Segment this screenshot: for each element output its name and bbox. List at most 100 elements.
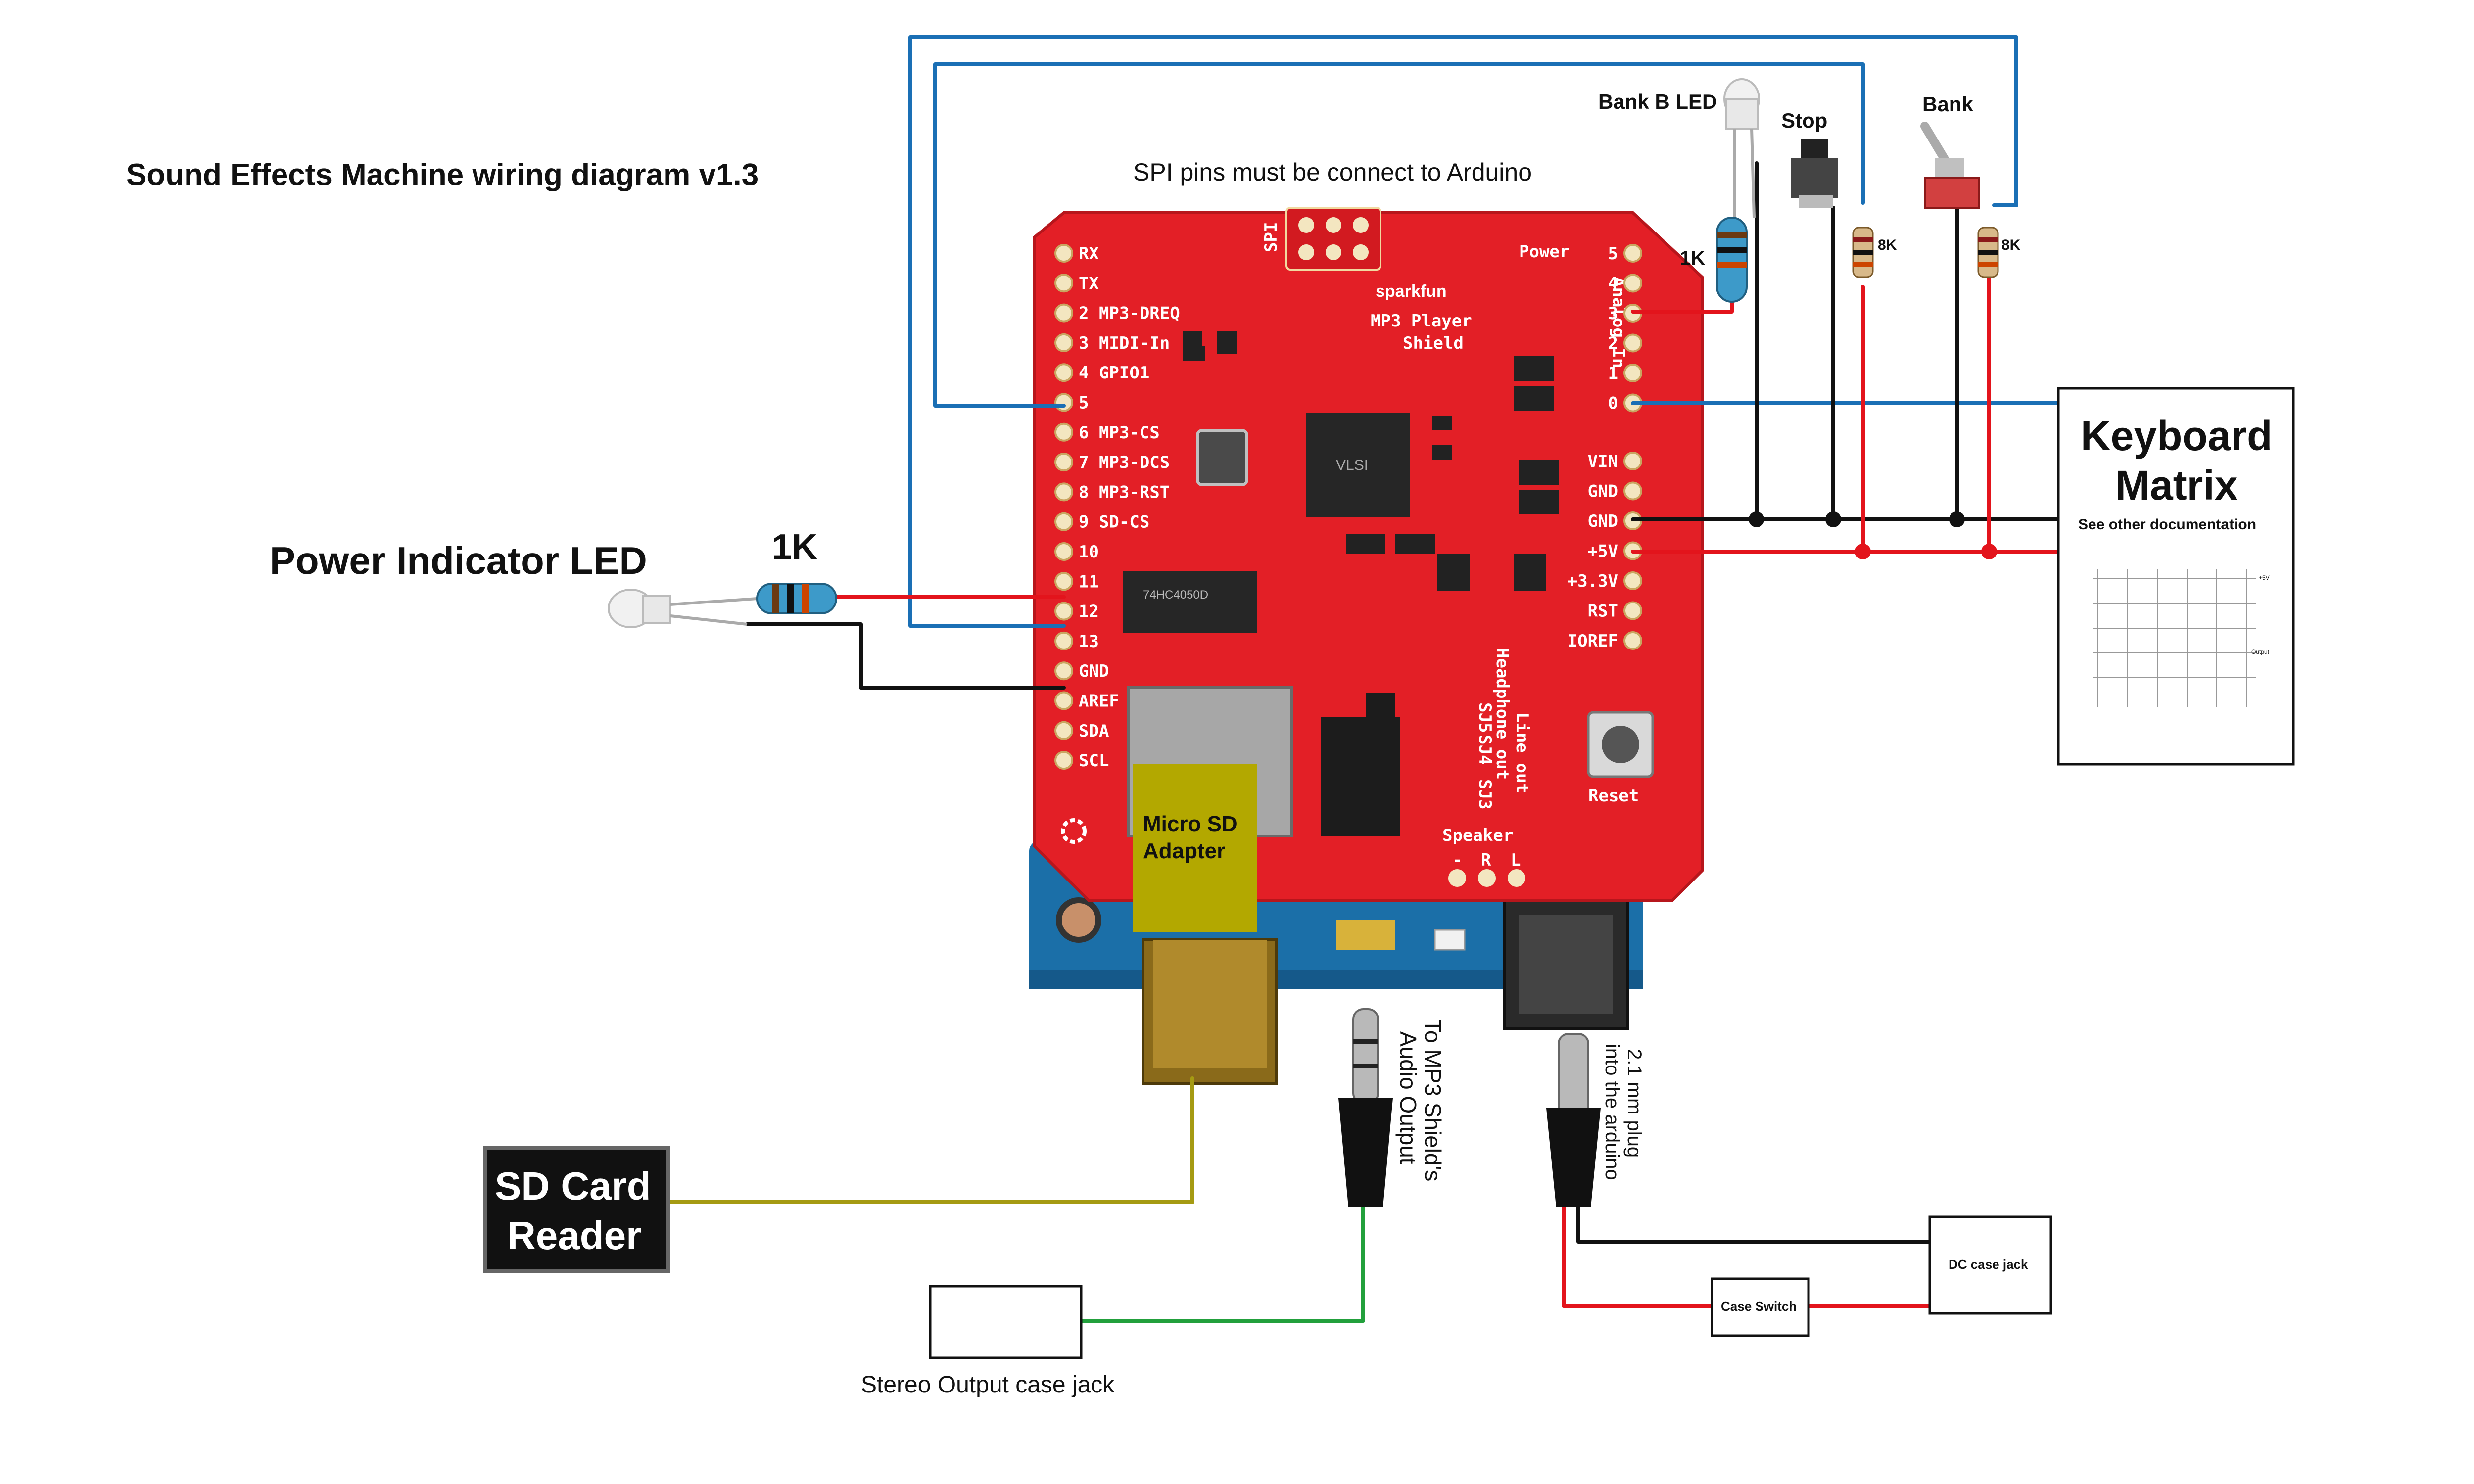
speaker-label: Speaker [1442, 826, 1513, 845]
left-pin-label: RX [1079, 244, 1099, 264]
smd-parts [1183, 331, 1559, 591]
left-pin-label: 5 [1079, 393, 1089, 413]
left-pin-label: 7 MP3-DCS [1079, 453, 1170, 472]
left-pin-hole [1054, 512, 1073, 531]
power-pin-hole [1623, 481, 1642, 501]
left-pin-hole [1054, 602, 1073, 621]
left-pin-hole [1054, 631, 1073, 650]
wire-dc-red [1562, 1185, 1714, 1308]
power-led-resistor-label: 1K [772, 527, 817, 567]
gear-icon [1061, 818, 1087, 844]
bank-b-led-resistor [1716, 217, 1748, 303]
keyboard-grid-preview [2093, 569, 2256, 707]
headphone-jack [1321, 717, 1400, 836]
wire-audio [1079, 1205, 1365, 1323]
audio-plug-note-2: Audio Output [1395, 1031, 1421, 1164]
junction-dots [1749, 511, 1965, 527]
vs1053-chip: VLSI [1306, 413, 1410, 517]
left-pin-label: 4 GPIO1 [1079, 363, 1149, 383]
left-pin-hole [1054, 303, 1073, 323]
left-pin-hole [1054, 482, 1073, 502]
keyboard-grid-output: Output [2251, 649, 2270, 655]
sd-card-reader: SD Card Reader [483, 1146, 670, 1273]
keyboard-matrix: Keyboard Matrix See other documentation … [2057, 387, 2295, 766]
mp3-shield: SPI sparkfun MP3 Player Shield Power VLS… [1033, 207, 1704, 902]
wire-gnd-led [745, 622, 1066, 690]
bank-resistor-label: 8K [2001, 237, 2021, 253]
stop-switch [1791, 139, 1838, 208]
analog-pin-hole [1623, 244, 1642, 263]
svg-text:74HC4050D: 74HC4050D [1143, 588, 1208, 602]
analog-pin-hole [1623, 364, 1642, 382]
power-pin-hole [1623, 571, 1642, 590]
analog-pin-hole [1623, 333, 1642, 353]
micro-sd-line1: Micro SD [1143, 812, 1237, 836]
bank-b-led-label: Bank B LED [1598, 90, 1717, 113]
left-pin-label: SCL [1079, 751, 1109, 771]
shield-reset-button: Reset [1587, 711, 1654, 806]
analog-pin-label: 0 [1608, 394, 1618, 414]
wire-sd-reader [666, 1076, 1194, 1204]
dc-plug-note-1: 2.1 mm plug [1623, 1049, 1645, 1158]
keyboard-note: See other documentation [2078, 516, 2256, 533]
sd-reader-line2: Reader [507, 1213, 641, 1257]
left-pin-hole [1054, 453, 1073, 472]
keyboard-grid-5v: +5V [2259, 574, 2270, 581]
analog-pin-label: 1 [1608, 364, 1618, 383]
dc-plug-note-2: into the arduino [1601, 1044, 1623, 1180]
stop-resistor-label: 8K [1878, 237, 1897, 253]
left-pin-label: 12 [1079, 602, 1099, 622]
analog-pin-label: 2 [1608, 334, 1618, 354]
analog-pin-label: 4 [1608, 274, 1618, 294]
left-pin-hole [1054, 542, 1073, 561]
left-pin-label: TX [1079, 274, 1099, 293]
case-switch: Case Switch [1711, 1277, 1810, 1337]
bank-label: Bank [1922, 93, 1973, 116]
svg-text:VLSI: VLSI [1336, 457, 1368, 473]
crystal [1196, 429, 1248, 486]
speaker-pin-r: R [1481, 850, 1491, 870]
shield-name-2: Shield [1403, 333, 1464, 353]
left-pin-label: 13 [1079, 632, 1099, 651]
arduino-reset-button [1056, 897, 1101, 943]
left-pin-label: GND [1079, 661, 1109, 681]
left-pin-hole [1054, 721, 1073, 740]
reset-label: Reset [1588, 786, 1639, 806]
wire-pin5-stop [933, 62, 1865, 408]
case-switch-label: Case Switch [1721, 1299, 1797, 1314]
analog-pin-label: 5 [1608, 244, 1618, 264]
power-pin-hole [1623, 601, 1642, 620]
stereo-output-jack [929, 1285, 1083, 1359]
diagram-title: Sound Effects Machine wiring diagram v1.… [126, 158, 759, 192]
shield-brand: sparkfun [1376, 282, 1447, 301]
power-pin-label: GND [1588, 511, 1618, 531]
left-pin-hole [1054, 244, 1073, 263]
left-pin-hole [1054, 363, 1073, 382]
power-led-resistor [756, 583, 837, 614]
micro-sd-line2: Adapter [1143, 839, 1225, 863]
analog-in-label: Analog In [1609, 277, 1628, 368]
jumper-sj3: SJ3 [1475, 779, 1495, 809]
left-pin-hole [1054, 751, 1073, 770]
bank-switch [1920, 122, 1980, 209]
spi-note: SPI pins must be connect to Arduino [1133, 158, 1532, 186]
left-pin-hole [1054, 422, 1073, 442]
speaker-pin-l: L [1511, 850, 1521, 870]
spi-header: SPI [1261, 207, 1381, 271]
power-pin-label: RST [1588, 602, 1618, 621]
power-pin-hole [1623, 631, 1642, 650]
bank-b-resistor-label: 1K [1680, 247, 1705, 269]
wire-dc-black [1576, 1185, 1932, 1244]
keyboard-title-1: Keyboard [2081, 413, 2272, 459]
stereo-output-label: Stereo Output case jack [861, 1372, 1115, 1398]
left-pin-hole [1054, 691, 1073, 710]
headphone-out-label: Headphone out [1492, 648, 1512, 780]
analog-pin-hole [1623, 274, 1642, 293]
left-pin-label: 10 [1079, 542, 1099, 562]
keyboard-title-2: Matrix [2115, 462, 2238, 509]
left-pin-hole [1054, 274, 1073, 293]
left-pin-label: AREF [1079, 692, 1119, 711]
audio-plug-note-1: To MP3 Shield's [1420, 1019, 1446, 1181]
jumper-sj5: SJ5 [1475, 702, 1495, 733]
stop-resistor [1852, 227, 1874, 278]
